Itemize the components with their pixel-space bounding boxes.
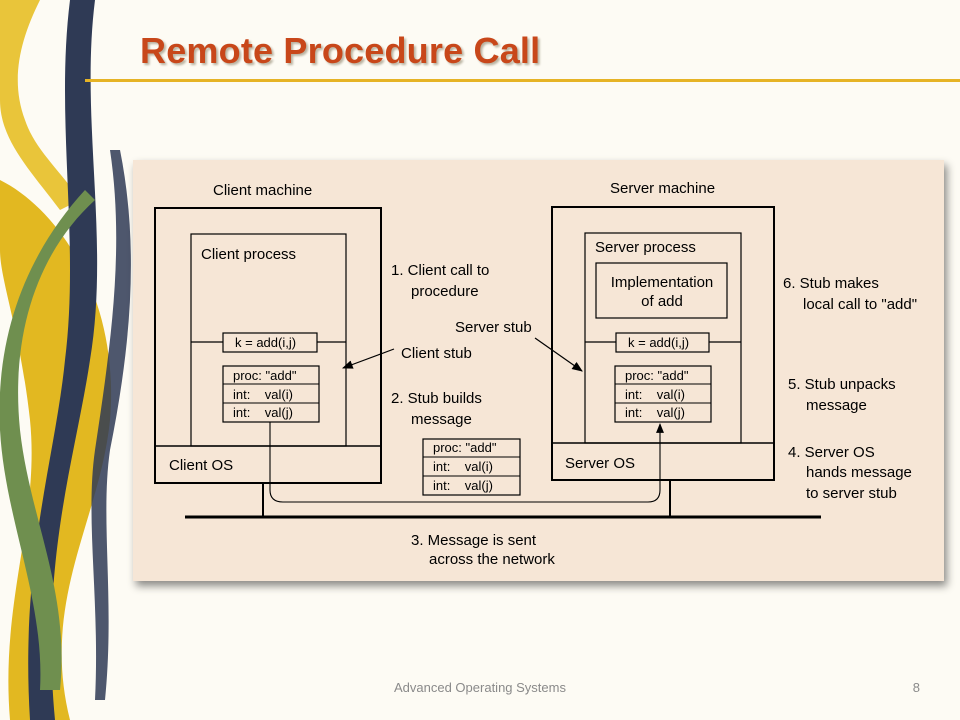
message-path-arrow bbox=[269, 422, 664, 503]
step-2-line: 2. Stub builds bbox=[391, 390, 482, 407]
network-msg-line: int: val(j) bbox=[433, 478, 493, 493]
title-underline bbox=[85, 79, 960, 82]
yellow-ribbon-top bbox=[0, 0, 80, 210]
server-process-box bbox=[584, 232, 742, 444]
rpc-diagram-panel: Client machine Client OS Client process … bbox=[133, 160, 944, 581]
decorative-ribbons bbox=[0, 0, 131, 720]
server-call-box bbox=[615, 332, 710, 353]
step-6-line: 6. Stub makes bbox=[783, 275, 879, 292]
client-stub-label: Client stub bbox=[401, 345, 472, 362]
implementation-label-line: of add bbox=[641, 293, 683, 310]
client-os-label: Client OS bbox=[169, 457, 233, 474]
implementation-label-line: Implementation bbox=[611, 274, 714, 291]
implementation-box bbox=[595, 262, 728, 319]
server-msg-line: int: val(i) bbox=[625, 387, 685, 402]
client-machine-label: Client machine bbox=[213, 182, 312, 199]
server-process-label: Server process bbox=[595, 239, 696, 256]
server-machine-label: Server machine bbox=[610, 180, 715, 197]
network-msg-line: int: val(i) bbox=[433, 459, 493, 474]
client-process-box bbox=[190, 233, 347, 447]
step-4-line: to server stub bbox=[806, 485, 897, 502]
step-2-line: message bbox=[411, 411, 472, 428]
client-call-box bbox=[222, 332, 318, 353]
navy-ribbon bbox=[28, 0, 98, 720]
server-stub-arrow bbox=[534, 337, 583, 372]
step-1-line: 1. Client call to bbox=[391, 262, 489, 279]
server-msg-line: int: val(j) bbox=[625, 405, 685, 420]
client-call-text: k = add(i,j) bbox=[235, 335, 296, 350]
step-4-line: hands message bbox=[806, 464, 912, 481]
client-msg-line: int: val(i) bbox=[233, 387, 293, 402]
page-title: Remote Procedure Call bbox=[140, 30, 541, 71]
step-3-line: 3. Message is sent bbox=[411, 532, 537, 549]
navy-ribbon-2 bbox=[91, 150, 131, 700]
server-call-text: k = add(i,j) bbox=[628, 335, 689, 350]
step-5-line: message bbox=[806, 397, 867, 414]
footer-course-title: Advanced Operating Systems bbox=[394, 680, 566, 695]
server-os-label: Server OS bbox=[565, 455, 635, 472]
step-4-line: 4. Server OS bbox=[788, 444, 875, 461]
client-msg-line: int: val(j) bbox=[233, 405, 293, 420]
server-machine-box bbox=[551, 206, 775, 481]
client-stub-arrow bbox=[341, 348, 395, 369]
server-msg-line: proc: "add" bbox=[625, 368, 689, 383]
rpc-diagram: Client machine Client OS Client process … bbox=[154, 180, 917, 568]
network-msg-box bbox=[422, 438, 521, 496]
server-msg-box bbox=[614, 365, 712, 423]
step-3-line: across the network bbox=[429, 551, 555, 568]
client-machine-box bbox=[154, 207, 382, 484]
client-msg-box bbox=[222, 365, 320, 423]
step-5-line: 5. Stub unpacks bbox=[788, 376, 896, 393]
green-ribbon bbox=[0, 190, 95, 690]
step-6-line: local call to "add" bbox=[803, 296, 917, 313]
server-stub-label: Server stub bbox=[455, 319, 532, 336]
network-msg-line: proc: "add" bbox=[433, 440, 497, 455]
client-msg-line: proc: "add" bbox=[233, 368, 297, 383]
client-process-label: Client process bbox=[201, 246, 296, 263]
step-1-line: procedure bbox=[411, 283, 479, 300]
slide-page-number: 8 bbox=[912, 680, 920, 695]
